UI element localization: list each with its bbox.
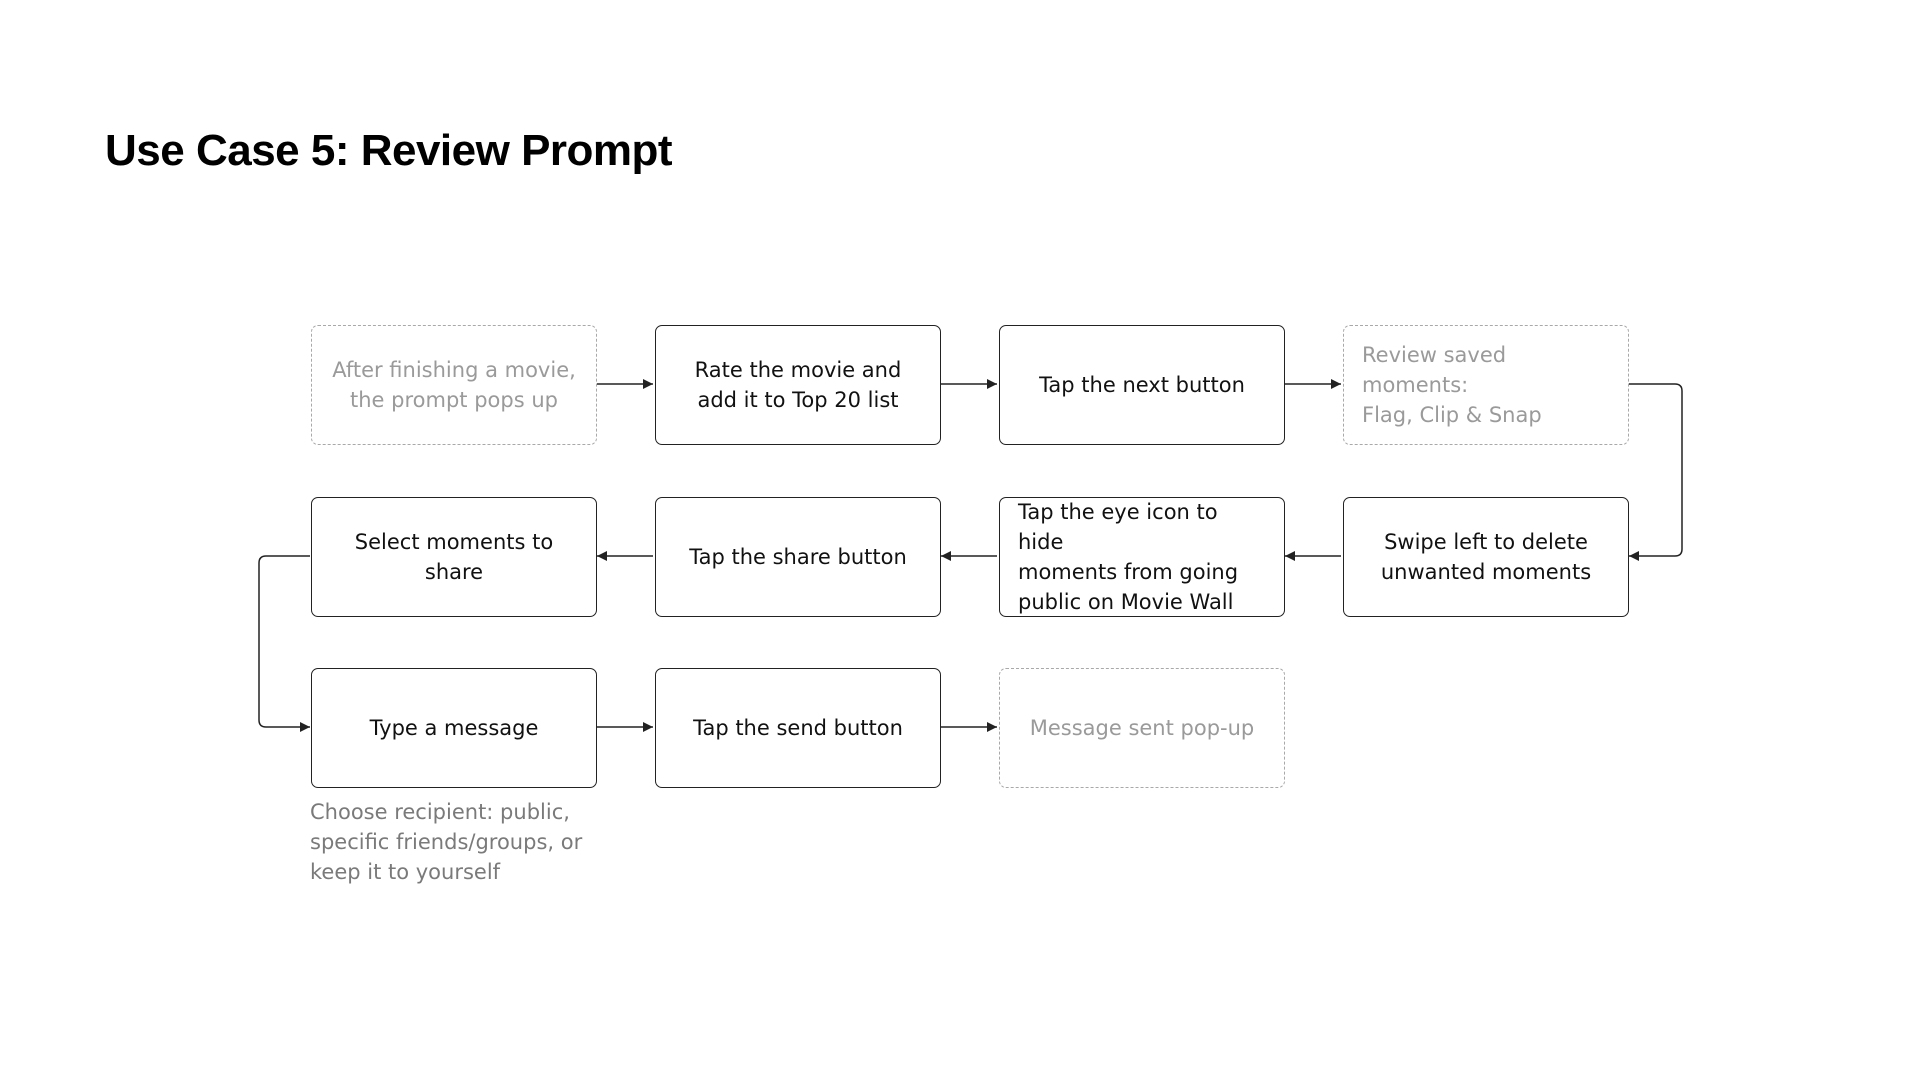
step-hide-moments: Tap the eye icon to hide moments from go…	[999, 497, 1285, 617]
step-tap-next: Tap the next button	[999, 325, 1285, 445]
step-label: Tap the next button	[1039, 373, 1245, 397]
step-label: Message sent pop-up	[1029, 716, 1255, 740]
step-swipe-delete: Swipe left to delete unwanted moments	[1343, 497, 1629, 617]
step-label: After finishing a movie, the prompt pops…	[332, 358, 576, 412]
step-label: Swipe left to delete unwanted moments	[1380, 530, 1592, 584]
connector-s8-s9	[258, 555, 310, 732]
step-tap-share: Tap the share button	[655, 497, 941, 617]
connector-s4-s5	[1629, 383, 1683, 561]
step-label: Tap the share button	[689, 545, 907, 569]
step-rate-movie: Rate the movie and add it to Top 20 list	[655, 325, 941, 445]
recipient-note: Choose recipient: public, specific frien…	[310, 800, 583, 884]
step-message-sent: Message sent pop-up	[999, 668, 1285, 788]
step-label: Rate the movie and add it to Top 20 list	[694, 358, 902, 412]
step-review-saved-moments: Review saved moments: Flag, Clip & Snap	[1343, 325, 1629, 445]
step-label: Tap the send button	[693, 716, 903, 740]
page-title: Use Case 5: Review Prompt	[105, 126, 673, 175]
step-label: Review saved moments: Flag, Clip & Snap	[1362, 343, 1542, 427]
step-tap-send: Tap the send button	[655, 668, 941, 788]
step-label: Select moments to share	[354, 530, 554, 584]
step-label: Type a message	[369, 716, 539, 740]
step-movie-finished: After finishing a movie, the prompt pops…	[311, 325, 597, 445]
step-select-moments: Select moments to share	[311, 497, 597, 617]
step-type-message: Type a message	[311, 668, 597, 788]
step-label: Tap the eye icon to hide moments from go…	[1018, 500, 1239, 614]
